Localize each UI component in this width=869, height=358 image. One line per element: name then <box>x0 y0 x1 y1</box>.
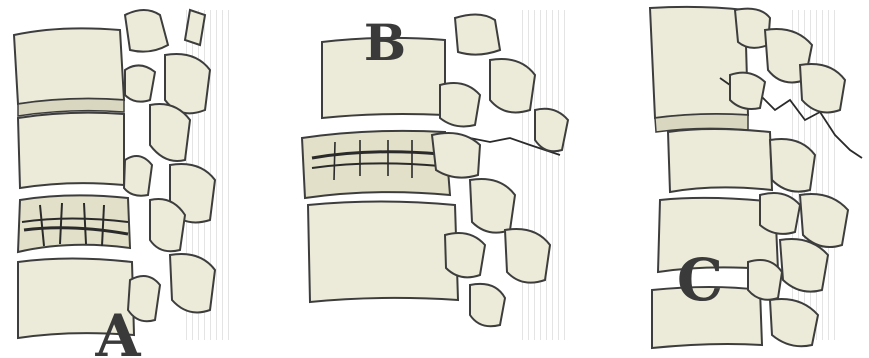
panel-a-label: A <box>94 302 141 358</box>
panel-a-fractured-vertebra <box>18 195 130 252</box>
panel-c-vertebra-2 <box>668 129 772 192</box>
panel-a: A <box>14 10 233 358</box>
panel-b-ligament-lines <box>520 10 565 340</box>
panel-a-vertebra-1 <box>14 28 124 104</box>
panel-c: C <box>650 7 862 348</box>
panel-a-vertebra-2 <box>18 113 124 188</box>
panel-c-label: C <box>677 246 723 314</box>
panel-b-vertebra-3 <box>308 202 458 303</box>
panel-b-label: B <box>364 13 406 72</box>
panel-b: B <box>302 10 568 340</box>
